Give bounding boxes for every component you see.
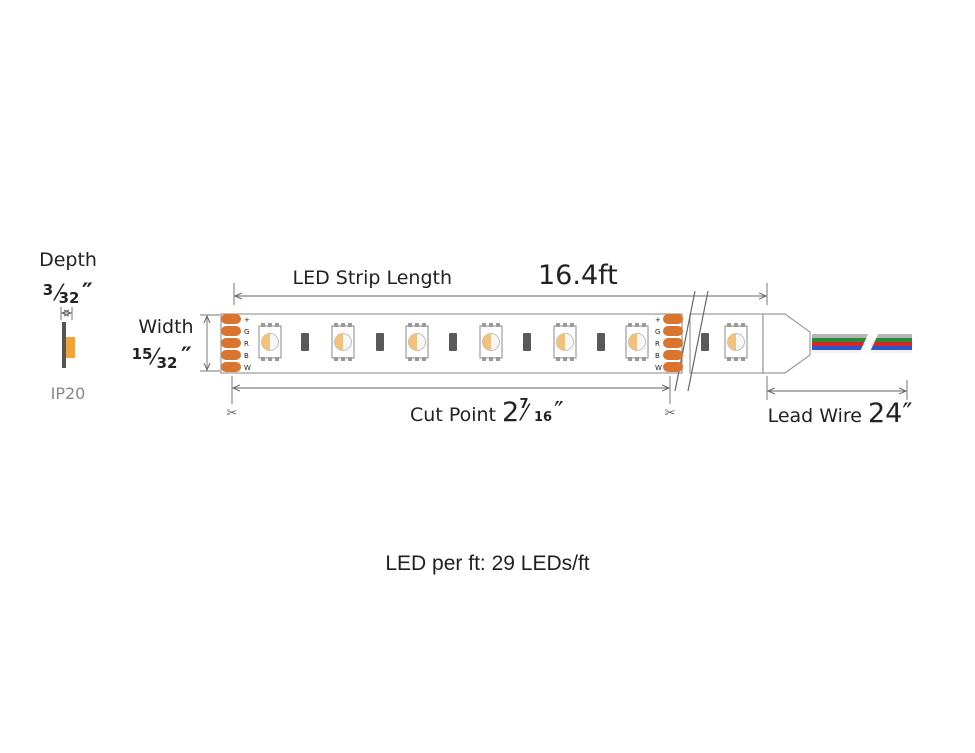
end-cap-connector [762,313,811,374]
solder-pad [221,362,241,372]
strip-length-value: 16.4ft [538,260,618,291]
pad-label: R [244,340,249,348]
solder-pad [221,350,241,360]
pad-label: G [244,328,249,336]
width-fraction-denominator: 32 [157,354,178,372]
lead-wire-label: Lead Wire [768,405,862,427]
lead-wires [812,330,912,354]
led-chip [625,323,649,361]
solder-pad [663,338,683,348]
cut-point-numerator: 7 [519,397,528,412]
width-fraction-numerator: 15 [132,345,153,363]
depth-fraction-numerator: 3 [43,281,53,299]
pad-label: R [655,340,660,348]
led-chip [405,323,429,361]
scissors-icon: ✂ [665,405,676,420]
resistor [449,333,457,351]
resistor [701,333,709,351]
profile-led [66,337,75,358]
strip-length-label: LED Strip Length [293,267,453,289]
width-title: Width [138,316,193,338]
led-chip [479,323,503,361]
solder-pad [221,326,241,336]
pad-label: + [655,316,661,324]
break-mark [687,290,709,392]
strip-profile [62,322,75,368]
led-chip [553,323,577,361]
depth-dimension: Depth 3 ⁄ 32 ″ [39,249,97,320]
width-dimension: Width 15 ⁄ 32 ″ [132,314,220,372]
depth-fraction-denominator: 32 [59,289,80,307]
resistor [523,333,531,351]
solder-pad [663,362,683,372]
cut-point-whole: 2 [502,397,519,428]
lead-wire-dimension: Lead Wire 24″ [766,376,912,429]
solder-pads-right: + G R B W [655,314,683,372]
cut-point-unit: ″ [554,397,564,427]
solder-pad [663,314,683,324]
solder-pad [221,314,241,324]
solder-pads-left: + G R B W [221,314,251,372]
cut-point-dimension: ✂ ✂ Cut Point 2 7 ⁄ 16 ″ [227,376,676,428]
ip-rating: IP20 [51,384,86,403]
pad-label: W [244,364,251,372]
solder-pad [663,350,683,360]
solder-pad [221,338,241,348]
led-chip [724,323,748,361]
width-unit: ″ [181,342,192,370]
cut-point-denominator: 16 [534,410,552,425]
lead-wire-value: 24″ [868,398,912,429]
solder-pad [663,326,683,336]
strip-length-dimension: LED Strip Length 16.4ft [233,260,768,305]
cut-point-label: Cut Point [410,404,496,426]
depth-unit: ″ [82,278,93,306]
resistor [597,333,605,351]
resistor [301,333,309,351]
pad-label: G [655,328,660,336]
break-mark [674,290,696,392]
resistor [376,333,384,351]
profile-base [62,322,66,368]
pad-label: B [655,352,660,360]
led-chip [258,323,282,361]
scissors-icon: ✂ [227,405,238,420]
led-chip [331,323,355,361]
pad-label: W [655,364,662,372]
depth-title: Depth [39,249,97,271]
led-per-ft-note: LED per ft: 29 LEDs/ft [385,552,590,575]
pad-label: B [244,352,249,360]
strip-components [258,323,748,361]
pad-label: + [244,316,250,324]
